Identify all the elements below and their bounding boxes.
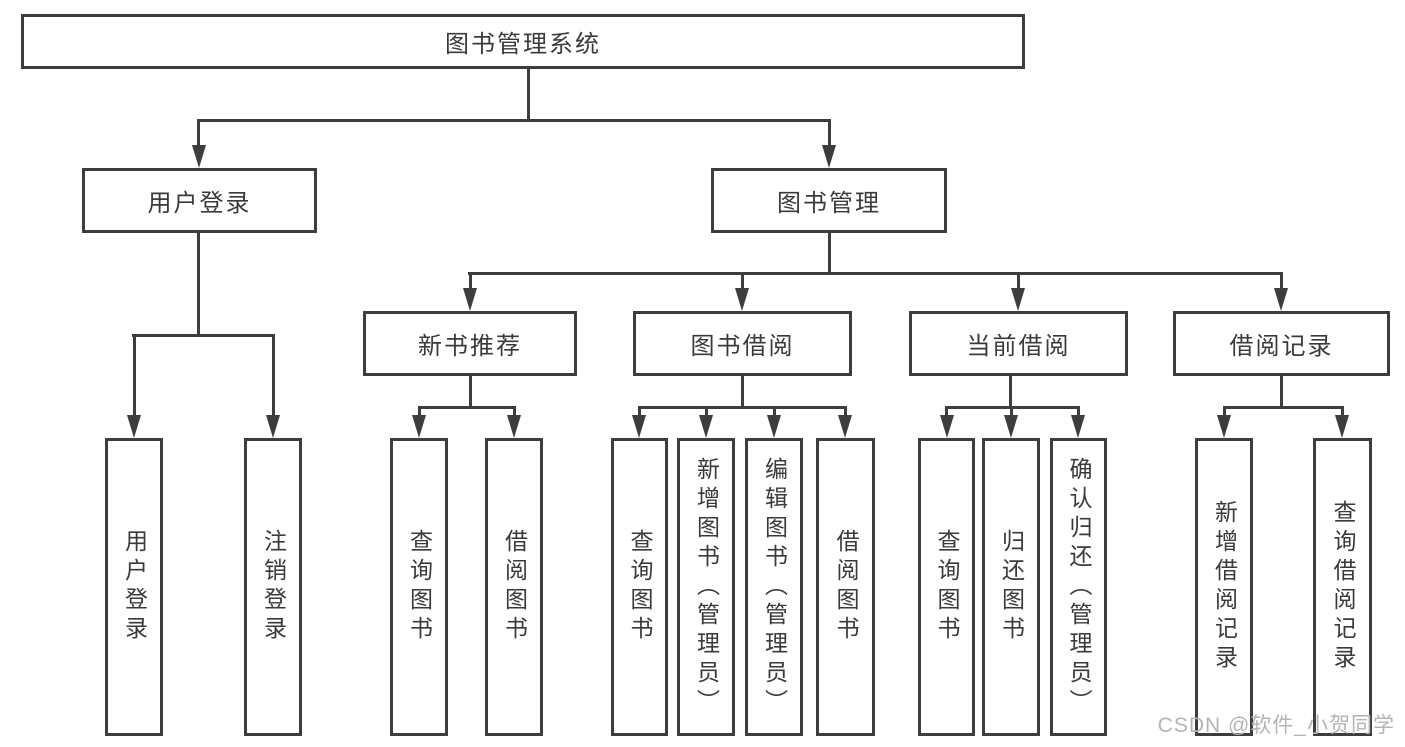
leaf-add-borrow-record: 新增借阅记录 [1195, 438, 1253, 736]
leaf-label: 借阅图书 [501, 529, 528, 645]
arrowhead-icon [1004, 415, 1018, 438]
connector-line [773, 406, 776, 415]
arrowhead-icon [192, 145, 206, 168]
connector-line [828, 119, 831, 145]
connector-line [945, 406, 948, 415]
connector-line [513, 406, 516, 415]
arrowhead-icon [940, 415, 954, 438]
leaf-edit-book-admin: 编辑图书（管理员） [745, 438, 803, 736]
node-borrow-records: 借阅记录 [1173, 311, 1390, 376]
connector-line [828, 233, 831, 274]
connector-line [1077, 406, 1080, 415]
arrowhead-icon [1011, 288, 1025, 311]
leaf-label: 注销登录 [260, 529, 287, 645]
connector-line [197, 119, 831, 122]
node-book-management: 图书管理 [711, 168, 947, 233]
leaf-label: 归还图书 [998, 529, 1025, 645]
leaf-label: 确认归还（管理员） [1066, 456, 1092, 718]
connector-line [741, 376, 744, 408]
leaf-return-book: 归还图书 [982, 438, 1040, 736]
arrowhead-icon [127, 415, 141, 438]
leaf-borrow-books: 借阅图书 [816, 438, 875, 736]
arrowhead-icon [1217, 415, 1231, 438]
connector-line [705, 406, 708, 415]
connector-line [1280, 272, 1283, 288]
node-label: 图书管理 [777, 190, 881, 217]
node-label: 图书管理系统 [445, 31, 601, 58]
leaf-label: 查询图书 [627, 529, 653, 645]
leaf-confirm-return-admin: 确认归还（管理员） [1050, 438, 1107, 736]
node-label: 当前借阅 [966, 333, 1071, 360]
connector-line [1009, 376, 1012, 408]
arrowhead-icon [838, 415, 852, 438]
connector-line [272, 334, 275, 415]
arrowhead-icon [266, 415, 280, 438]
leaf-label: 编辑图书（管理员） [761, 456, 788, 718]
arrowhead-icon [735, 288, 749, 311]
arrowhead-icon [767, 415, 781, 438]
node-label: 新书推荐 [418, 333, 522, 360]
node-label: 图书借阅 [690, 333, 795, 360]
csdn-watermark: CSDN @软件_小贺同学 [1157, 714, 1395, 737]
connector-line [469, 272, 472, 288]
leaf-query-books-borrow: 查询图书 [611, 438, 668, 736]
leaf-add-book-admin: 新增图书（管理员） [677, 438, 735, 736]
leaf-label: 查询图书 [406, 529, 433, 645]
leaf-query-borrow-record: 查询借阅记录 [1313, 438, 1372, 736]
leaf-user-login: 用户登录 [105, 438, 163, 736]
connector-line [133, 334, 136, 415]
leaf-borrow-books-recommend: 借阅图书 [485, 438, 543, 736]
arrowhead-icon [822, 145, 836, 168]
connector-line [1010, 406, 1013, 415]
connector-line [1223, 406, 1343, 409]
leaf-label: 新增图书（管理员） [693, 456, 720, 718]
connector-line [132, 334, 275, 337]
connector-line [741, 272, 744, 288]
arrowhead-icon [412, 415, 426, 438]
arrowhead-icon [699, 415, 713, 438]
connector-line [527, 69, 530, 121]
connector-line [469, 376, 472, 408]
connector-line [844, 406, 847, 415]
connector-line [1341, 406, 1344, 415]
connector-line [638, 406, 641, 415]
node-label: 借阅记录 [1229, 333, 1334, 360]
node-current-borrow: 当前借阅 [909, 311, 1128, 376]
arrowhead-icon [1274, 288, 1288, 311]
connector-line [418, 406, 421, 415]
leaf-query-books-recommend: 查询图书 [390, 438, 448, 736]
node-library-management-system: 图书管理系统 [21, 14, 1025, 69]
leaf-label: 查询借阅记录 [1330, 500, 1356, 674]
leaf-logout: 注销登录 [244, 438, 302, 736]
connector-line [1017, 272, 1020, 288]
connector-line [418, 406, 516, 409]
leaf-query-books-current: 查询图书 [918, 438, 975, 736]
arrowhead-icon [632, 415, 646, 438]
connector-line [468, 272, 1282, 275]
node-new-book-recommend: 新书推荐 [363, 311, 577, 376]
arrowhead-icon [463, 288, 477, 311]
leaf-label: 新增借阅记录 [1211, 500, 1238, 674]
connector-line [197, 233, 200, 337]
arrowhead-icon [507, 415, 521, 438]
node-label: 用户登录 [147, 190, 252, 217]
connector-line [1280, 376, 1283, 408]
leaf-label: 用户登录 [121, 529, 148, 645]
arrowhead-icon [1335, 415, 1349, 438]
node-user-login: 用户登录 [82, 168, 317, 233]
connector-line [1223, 406, 1226, 415]
connector-line [197, 119, 200, 145]
arrowhead-icon [1071, 415, 1085, 438]
leaf-label: 借阅图书 [833, 529, 859, 645]
connector-line [638, 406, 847, 409]
leaf-label: 查询图书 [934, 529, 960, 645]
node-book-borrow: 图书借阅 [633, 311, 852, 376]
